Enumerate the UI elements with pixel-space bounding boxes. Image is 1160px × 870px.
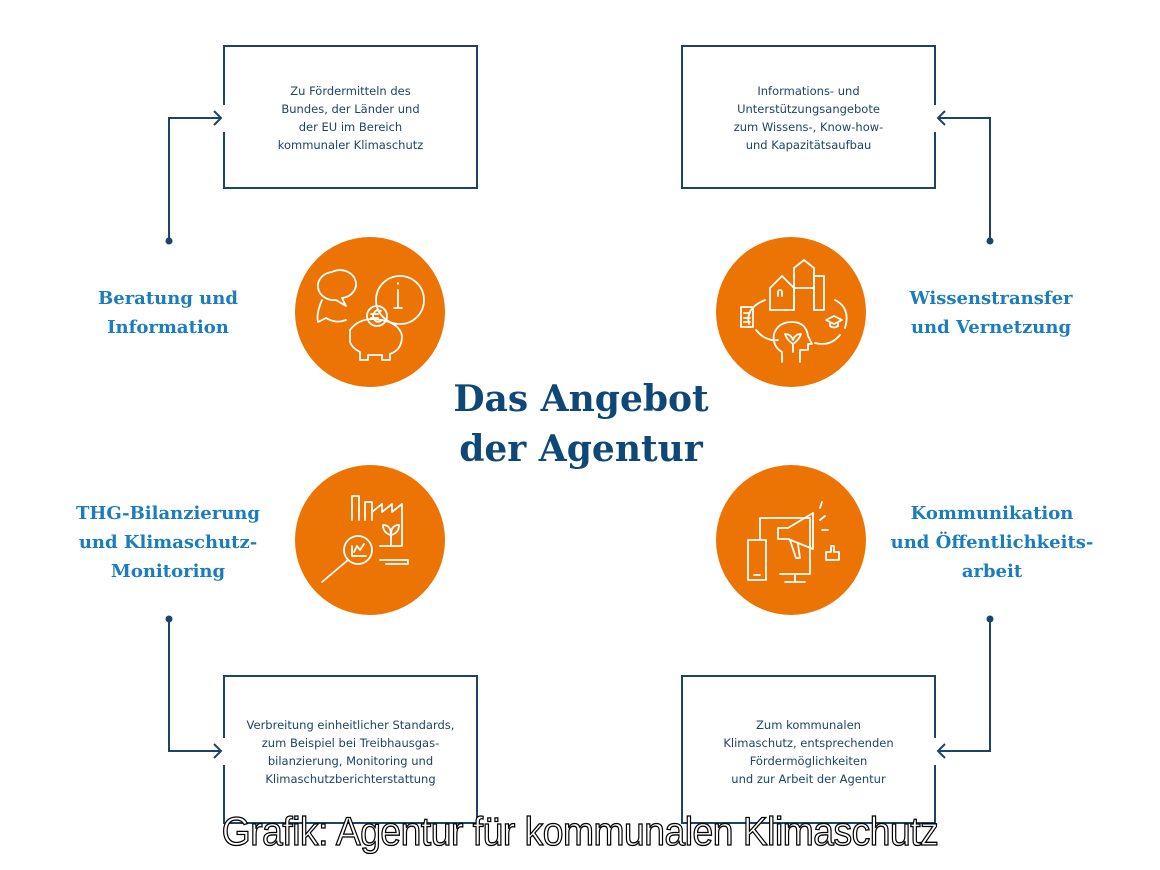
factory-magnifier-icon: [321, 495, 409, 583]
box-bottom-right: [681, 675, 936, 824]
label-line: Information: [107, 317, 229, 338]
label-line: Wissenstransfer: [909, 288, 1073, 309]
label-line: arbeit: [961, 561, 1023, 582]
connector-bottom-left: [168, 619, 223, 759]
connector-dot: [165, 237, 173, 245]
box-line: Zu Fördermitteln des: [290, 84, 411, 98]
box-line: und Kapazitätsaufbau: [745, 138, 872, 152]
label-beratung: Beratung und Information: [48, 284, 288, 342]
box-line: Bundes, der Länder und: [281, 102, 420, 116]
box-text-kommunikation: Zum kommunalen Klimaschutz, entsprechend…: [682, 716, 935, 788]
box-line: Klimaschutz, entsprechenden: [723, 736, 894, 750]
label-line: und Vernetzung: [910, 317, 1072, 338]
title-line: Das Angebot: [453, 378, 709, 420]
diagram-title: Das Angebot der Agentur: [381, 374, 781, 474]
circle-thg: [295, 465, 445, 615]
connector-top-left: [168, 110, 223, 241]
connector-dot: [165, 615, 173, 623]
box-line: der EU im Bereich: [298, 120, 403, 134]
box-line: Unterstützungsangebote: [737, 102, 880, 116]
box-line: Fördermöglichkeiten: [749, 754, 868, 768]
box-text-wissenstransfer: Informations- und Unterstützungsangebote…: [682, 82, 935, 154]
label-wissenstransfer: Wissenstransfer und Vernetzung: [871, 284, 1111, 342]
title-line: der Agentur: [459, 428, 703, 470]
box-line: bilanzierung, Monitoring und: [267, 754, 434, 768]
megaphone-screen-icon: [747, 501, 840, 583]
box-line: Klimaschutzberichterstattung: [265, 772, 436, 786]
label-line: Kommunikation: [910, 503, 1074, 524]
label-line: THG-Bilanzierung: [76, 503, 260, 524]
box-line: und zur Arbeit der Agentur: [731, 772, 886, 786]
connector-bottom-right: [936, 619, 991, 759]
label-thg: THG-Bilanzierung und Klimaschutz- Monito…: [48, 499, 288, 586]
buildings-head-knowledge-icon: [740, 259, 848, 363]
label-line: Beratung und: [98, 288, 238, 309]
circle-beratung: [295, 237, 445, 387]
box-bottom-left: [223, 675, 478, 824]
box-text-thg: Verbreitung einheitlicher Standards, zum…: [224, 716, 477, 788]
box-top-right: [681, 45, 936, 189]
box-line: Verbreitung einheitlicher Standards,: [246, 718, 455, 732]
connector-top-right: [936, 110, 991, 241]
box-line: zum Beispiel bei Treibhausgas-: [261, 736, 440, 750]
label-line: Monitoring: [110, 561, 226, 582]
box-line: zum Wissens-, Know-how-: [733, 120, 884, 134]
image-credit-caption: Grafik: Agentur für kommunalen Klimaschu…: [221, 809, 939, 854]
connector-dot: [986, 615, 994, 623]
box-line: Zum kommunalen: [756, 718, 861, 732]
circle-wissenstransfer: [716, 237, 866, 387]
piggy-bank-info-speech-icon: [316, 269, 425, 361]
label-line: und Klimaschutz-: [78, 532, 258, 553]
connector-dot: [986, 237, 994, 245]
label-kommunikation: Kommunikation und Öffentlichkeits- arbei…: [872, 499, 1112, 586]
box-top-left: [223, 45, 478, 189]
box-text-beratung: Zu Fördermitteln des Bundes, der Länder …: [224, 82, 477, 154]
box-line: Informations- und: [757, 84, 860, 98]
box-line: kommunaler Klimaschutz: [277, 138, 424, 152]
label-line: und Öffentlichkeits-: [890, 532, 1094, 553]
